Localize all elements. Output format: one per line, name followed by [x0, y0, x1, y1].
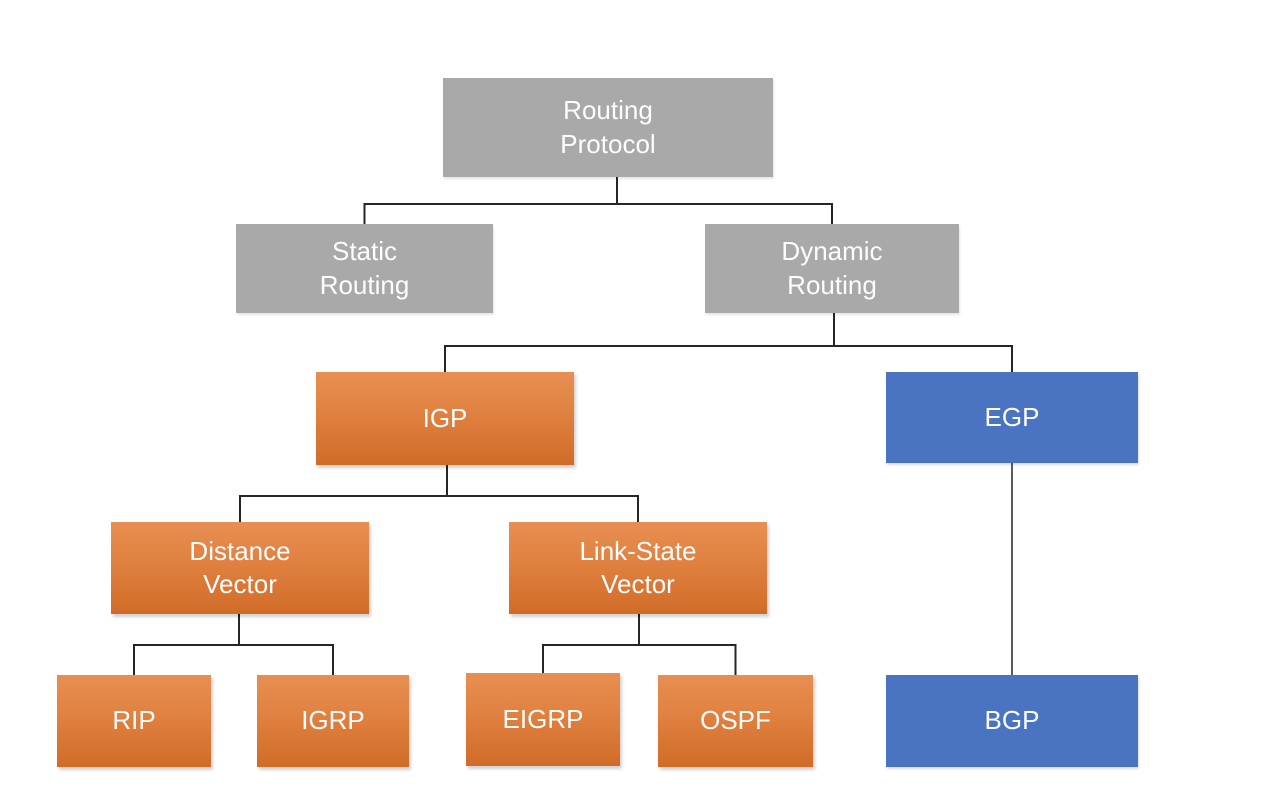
- node-eigrp: EIGRP: [466, 673, 620, 766]
- connector-edge: [133, 644, 334, 675]
- node-igp: IGP: [316, 372, 574, 465]
- connector-edge: [542, 644, 737, 675]
- node-dynamic-routing: Dynamic Routing: [705, 224, 959, 313]
- node-igrp: IGRP: [257, 675, 409, 767]
- node-ospf: OSPF: [658, 675, 813, 767]
- connector-edge: [239, 495, 639, 522]
- connector-edge: [363, 203, 833, 224]
- node-egp: EGP: [886, 372, 1138, 463]
- node-link-state-vector: Link-State Vector: [509, 522, 767, 614]
- connector-edge: [444, 345, 1013, 372]
- node-rip: RIP: [57, 675, 211, 767]
- node-static-routing: Static Routing: [236, 224, 493, 313]
- node-bgp: BGP: [886, 675, 1138, 767]
- node-distance-vector: Distance Vector: [111, 522, 369, 614]
- node-routing-protocol: Routing Protocol: [443, 78, 773, 177]
